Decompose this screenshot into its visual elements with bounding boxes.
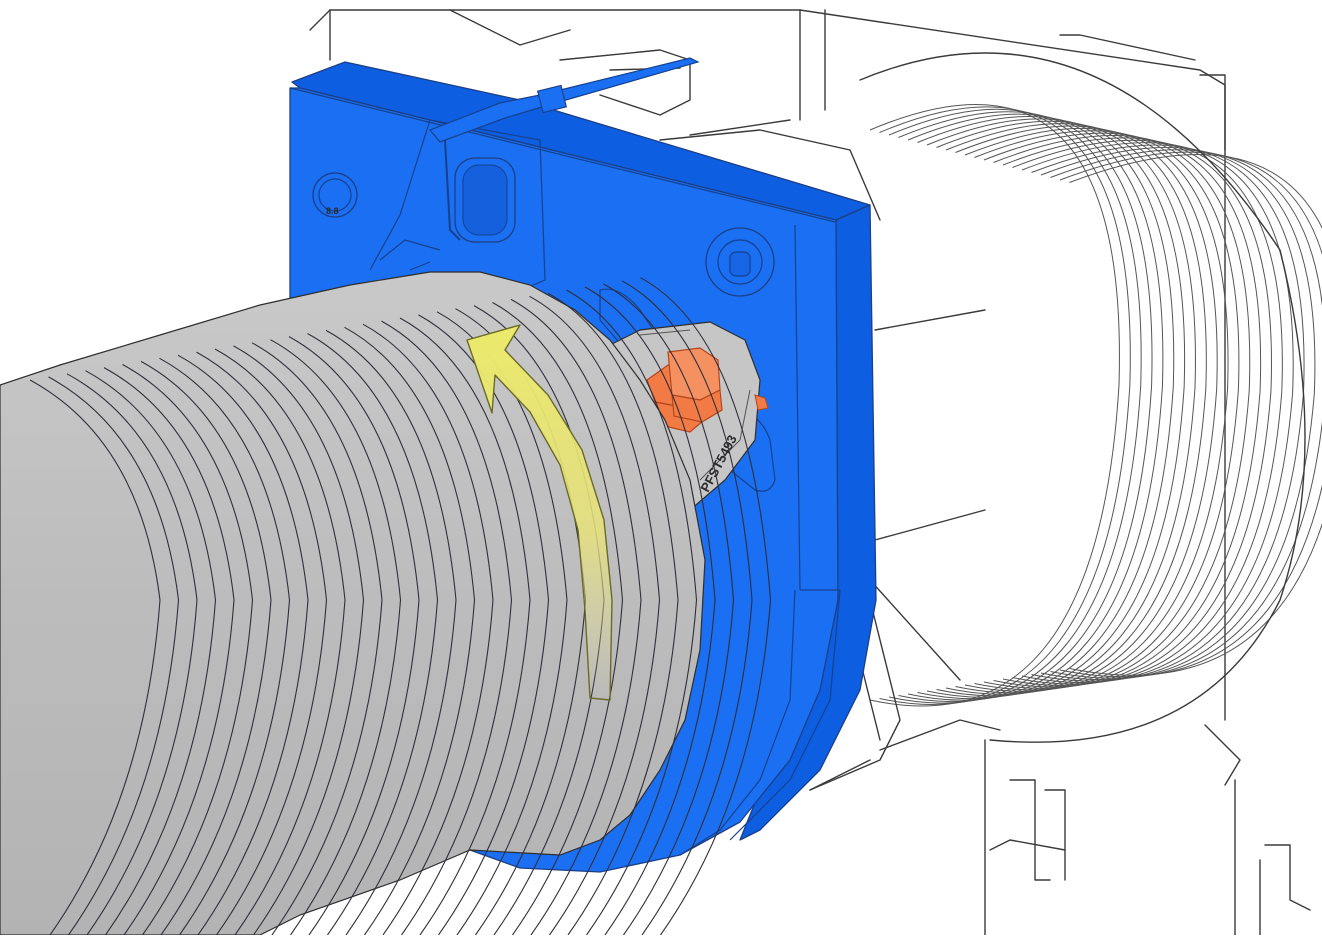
coil-rib [965, 128, 1228, 691]
coil-rib [937, 121, 1196, 695]
coil-rib [899, 112, 1153, 702]
coil-rib [889, 109, 1141, 703]
coil-rib [908, 114, 1163, 700]
coil-rib [1041, 147, 1315, 679]
coil-rib [1013, 140, 1283, 684]
coil-rib [870, 105, 1119, 706]
coil-rib [918, 116, 1174, 698]
coil-rib [880, 107, 1131, 705]
coil-rib [927, 119, 1185, 697]
coil-rib [975, 131, 1239, 690]
coil-rib [946, 124, 1206, 695]
coil-rib [1003, 138, 1271, 686]
coil-rib [956, 126, 1218, 693]
grade-marking: 8.8 [326, 206, 339, 216]
coil-rib [994, 136, 1261, 687]
right-spring-coil [860, 53, 1322, 742]
